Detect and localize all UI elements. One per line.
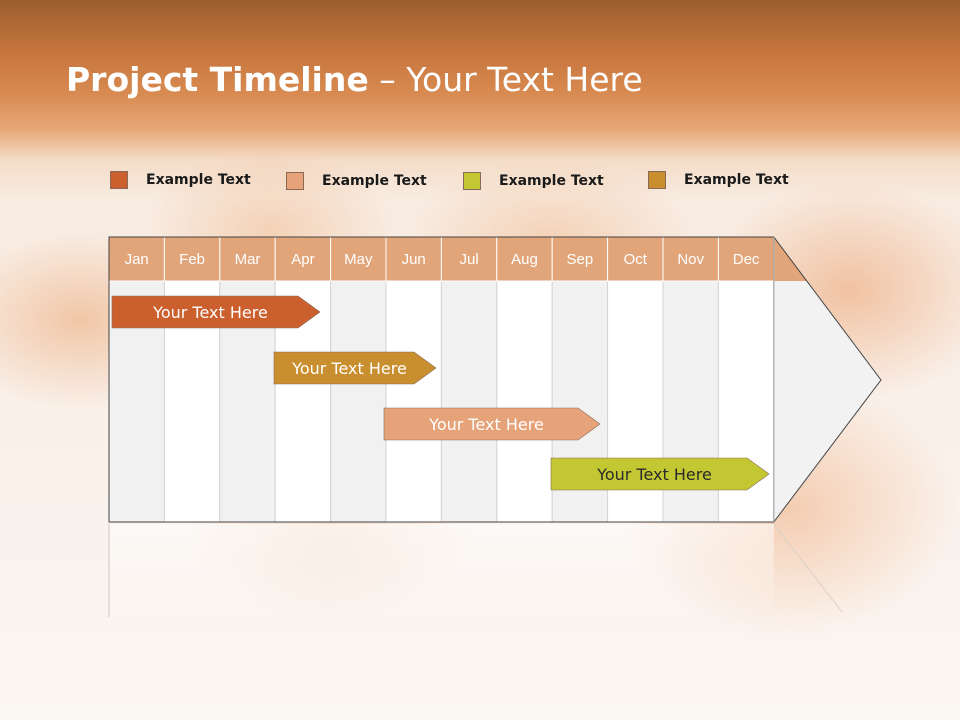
month-label: May [344,251,373,268]
timeline-outline [108,236,882,523]
task-label: Your Text Here [152,303,268,322]
month-label: Feb [179,251,205,268]
month-label: Oct [624,251,648,268]
month-header-cell [385,236,442,282]
legend-swatch [463,172,481,190]
legend-label: Example Text [499,173,604,189]
month-header-cell [551,236,609,282]
legend-swatch [286,172,304,190]
task-bar [550,457,770,491]
reflection-edge [773,523,843,613]
month-label: Jan [125,251,149,268]
slide-title-rest: – Your Text Here [368,60,643,99]
task-label: Your Text Here [428,415,544,434]
month-label: Aug [511,251,538,268]
legend-swatch [648,171,666,189]
month-header-cell [717,236,775,282]
month-column [330,280,387,523]
task-bar [383,407,601,441]
legend-label: Example Text [322,173,427,189]
task-bar [273,351,437,385]
legend-label: Example Text [684,172,789,188]
month-header-cell [219,236,276,282]
month-header-cell [163,236,221,282]
month-header-cell [496,236,553,282]
month-label: Apr [291,251,314,268]
month-header-cell [662,236,719,282]
month-header-cell [440,236,498,282]
month-column [385,280,442,523]
month-column [440,280,498,523]
legend-label: Example Text [146,172,251,188]
month-label: Jul [460,251,479,268]
slide-title-bold: Project Timeline [66,60,369,99]
month-header-cell [108,236,165,282]
month-label: Sep [567,251,594,268]
task-label: Your Text Here [291,359,407,378]
timeline-reflection [109,524,774,624]
month-column [496,280,553,523]
month-label: Mar [235,251,261,268]
month-header-cell [607,236,664,282]
month-label: Nov [677,251,704,268]
legend-swatch [110,171,128,189]
slide-title: Project Timeline – Your Text Here [66,60,643,99]
month-label: Jun [402,251,426,268]
task-label: Your Text Here [596,465,712,484]
month-label: Dec [733,251,760,268]
task-bar [111,295,321,329]
